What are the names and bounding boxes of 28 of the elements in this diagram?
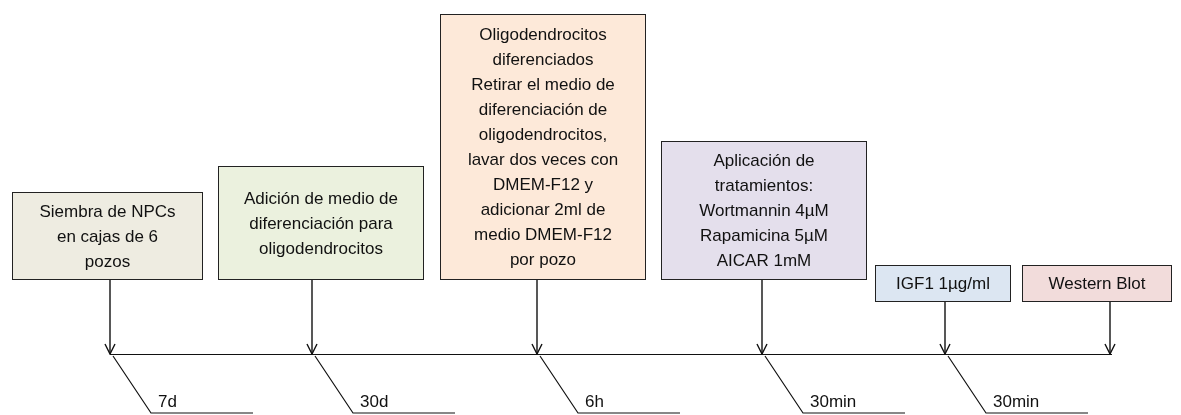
- step-box: [1022, 265, 1172, 302]
- timeline-bar: [110, 354, 1112, 355]
- step-box: [875, 265, 1011, 302]
- step-text: Aplicación de tratamientos:: [712, 150, 816, 197]
- step-text: Siembra de NPCs en cajas de 6 pozos: [38, 200, 177, 273]
- duration-label: 30min: [993, 392, 1040, 412]
- arrow: [756, 279, 768, 355]
- step-text: Adición de medio de diferenciación para oligodendrocitos: [242, 187, 399, 260]
- arrow: [104, 279, 116, 355]
- step-text: Western Blot: [1048, 273, 1146, 295]
- step-box: [440, 14, 646, 280]
- step-box: [661, 141, 867, 280]
- step-text: Oligodendrocitos diferenciados: [478, 24, 608, 71]
- duration-label: 6h: [585, 392, 604, 412]
- arrow: [306, 279, 318, 355]
- arrow: [939, 301, 951, 355]
- arrow: [531, 279, 543, 355]
- arrow: [1104, 301, 1116, 355]
- duration-label: 30d: [360, 392, 389, 412]
- duration-label: 30min: [810, 392, 857, 412]
- step-box: [218, 166, 424, 280]
- step-text: IGF1 1µg/ml: [896, 273, 990, 295]
- duration-label: 7d: [158, 392, 177, 412]
- step-text: AICAR 1mM: [716, 250, 812, 272]
- step-box: [12, 192, 203, 280]
- step-text: Retirar el medio de diferenciación de oligodendrocitos, lavar dos veces con DMEM-F12 y adicionar 2ml de medio DMEM-F12 por pozo: [466, 74, 620, 271]
- step-text: Rapamicina 5µM: [700, 225, 828, 247]
- step-text: Wortmannin 4µM: [699, 200, 829, 222]
